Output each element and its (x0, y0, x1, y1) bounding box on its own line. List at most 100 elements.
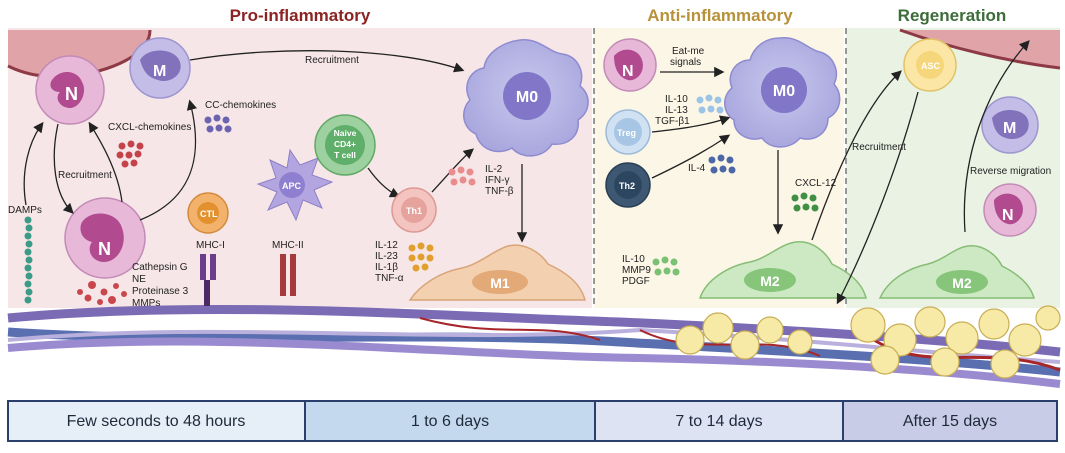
monocyte-top: M (129, 37, 191, 99)
timeline-label-3: 7 to 14 days (675, 413, 762, 430)
label-cc-chemokines: CC-chemokines (205, 100, 276, 111)
apc-cell: APC (256, 148, 334, 222)
blood-vessel-right (900, 30, 1060, 68)
label-mhc1: MHC-I (196, 240, 225, 251)
th1-cytokine-dots (448, 166, 476, 186)
arrow-neutrophil-up (88, 121, 123, 203)
svg-text:Cathepsin G: Cathepsin G (132, 262, 188, 273)
svg-text:Naive: Naive (334, 128, 357, 138)
svg-text:IL-12: IL-12 (375, 240, 398, 251)
m2-regen-label: M2 (952, 275, 972, 291)
timeline-segment-2 (305, 401, 595, 441)
label-eat-me: Eat-me (672, 46, 705, 57)
arrow-reverse-migration (963, 40, 1030, 233)
arrow-th1-to-m0 (431, 148, 474, 193)
neutrophil-regen: N (983, 183, 1037, 237)
label-recruitment-top: Recruitment (305, 55, 359, 66)
svg-text:MMP9: MMP9 (622, 265, 651, 276)
svg-text:PDGF: PDGF (622, 276, 650, 287)
label-reverse-migration: Reverse migration (970, 166, 1051, 177)
m1-label: M1 (490, 275, 510, 291)
label-recruitment-right: Recruitment (852, 142, 906, 153)
svg-text:TNF-α: TNF-α (375, 273, 404, 284)
title-pro-inflammatory: Pro-inflammatory (230, 6, 371, 25)
svg-text:T cell: T cell (334, 150, 356, 160)
neutrophil-release-list: Cathepsin G NE Proteinase 3 MMPs (132, 262, 189, 309)
cc-cytokine-dots (204, 114, 232, 133)
arrow-neutrophil-to-monocyte (139, 99, 197, 221)
arrow-th2-to-m0 (651, 134, 731, 179)
arrow-neutrophil-down (53, 123, 74, 214)
svg-text:MMPs: MMPs (132, 298, 160, 309)
monocyte-regen-label: M (1003, 120, 1016, 137)
timeline-label-1: Few seconds to 48 hours (67, 413, 246, 430)
svg-text:Proteinase 3: Proteinase 3 (132, 286, 189, 297)
adipocytes (675, 305, 1061, 379)
m2-cytokine-dots (652, 256, 680, 276)
th1-label: Th1 (406, 206, 422, 216)
svg-text:CD4+: CD4+ (334, 139, 356, 149)
treg-cytokine-dots (696, 94, 724, 114)
th2-cell: Th2 (605, 162, 651, 208)
mhc1-receptor (200, 254, 216, 306)
title-anti-inflammatory: Anti-inflammatory (647, 6, 793, 25)
neutrophil-bottom: N (64, 197, 146, 279)
cxcl12-dots (791, 192, 819, 212)
neutrophil-apoptotic-label: N (622, 63, 634, 80)
label-signals: signals (670, 57, 701, 68)
m1-release-list: IL-12 IL-23 IL-1β TNF-α (375, 240, 404, 284)
m2-release-list: IL-10 MMP9 PDGF (622, 254, 651, 287)
th2-cytokine-dots (708, 154, 736, 174)
arrow-asc-down (836, 91, 919, 305)
th2-release: IL-4 (688, 163, 706, 174)
svg-text:IL-10: IL-10 (622, 254, 645, 265)
svg-text:IL-10: IL-10 (665, 94, 688, 105)
svg-text:IL-23: IL-23 (375, 251, 398, 262)
label-mhc2: MHC-II (272, 240, 304, 251)
m2-anti-label: M2 (760, 273, 780, 289)
svg-text:TGF-β1: TGF-β1 (655, 116, 690, 127)
timeline-border (7, 400, 1058, 442)
timeline: Few seconds to 48 hours 1 to 6 days 7 to… (7, 400, 1058, 442)
arrow-treg-to-m0 (651, 115, 731, 133)
neutrophil-apoptotic: N (603, 38, 657, 92)
timeline-label-4: After 15 days (903, 413, 997, 430)
label-cxcl12: CXCL-12 (795, 178, 837, 189)
arrow-naive-to-th1 (367, 167, 401, 198)
arrow-damps-to-neutrophil (23, 121, 44, 206)
m1-cytokine-dots (408, 242, 434, 272)
m0-macrophage-anti: M0 (724, 37, 841, 148)
neutrophil-top: N (35, 55, 105, 125)
granules-released (77, 281, 127, 305)
cxcl-cytokine-dots (116, 140, 144, 168)
svg-text:IL-1β: IL-1β (375, 262, 398, 273)
m2-macrophage-regen: M2 (878, 245, 1035, 299)
asc-label: ASC (921, 61, 941, 71)
label-damps: DAMPs (8, 205, 42, 216)
monocyte-regen: M (981, 96, 1039, 154)
m2-macrophage-anti: M2 (698, 241, 867, 299)
neutrophil-bottom-label: N (98, 239, 111, 259)
naive-cd4-t-cell: Naive CD4+ T cell (314, 114, 376, 176)
asc-cell: ASC (903, 38, 957, 92)
monocyte-top-label: M (153, 63, 166, 80)
ctl-label: CTL (200, 209, 218, 219)
svg-text:IL-13: IL-13 (665, 105, 688, 116)
th2-label: Th2 (619, 181, 635, 191)
svg-text:NE: NE (132, 274, 146, 285)
m0-macrophage-pro: M0 (463, 39, 589, 157)
blood-vessel-right-edge (899, 28, 1061, 70)
m1-macrophage: M1 (408, 244, 586, 301)
treg-release-list: IL-10 IL-13 TGF-β1 (655, 94, 690, 127)
neutrophil-regen-label: N (1002, 207, 1014, 224)
ctl-cell: CTL (187, 192, 229, 234)
th1-cell: Th1 (391, 187, 437, 233)
timeline-segment-1 (8, 401, 305, 441)
apc-label: APC (282, 181, 302, 191)
m0-anti-label: M0 (773, 83, 795, 100)
m0-pro-label: M0 (516, 89, 538, 106)
treg-cell: Treg (605, 109, 651, 155)
mhc2-receptor (280, 254, 296, 296)
